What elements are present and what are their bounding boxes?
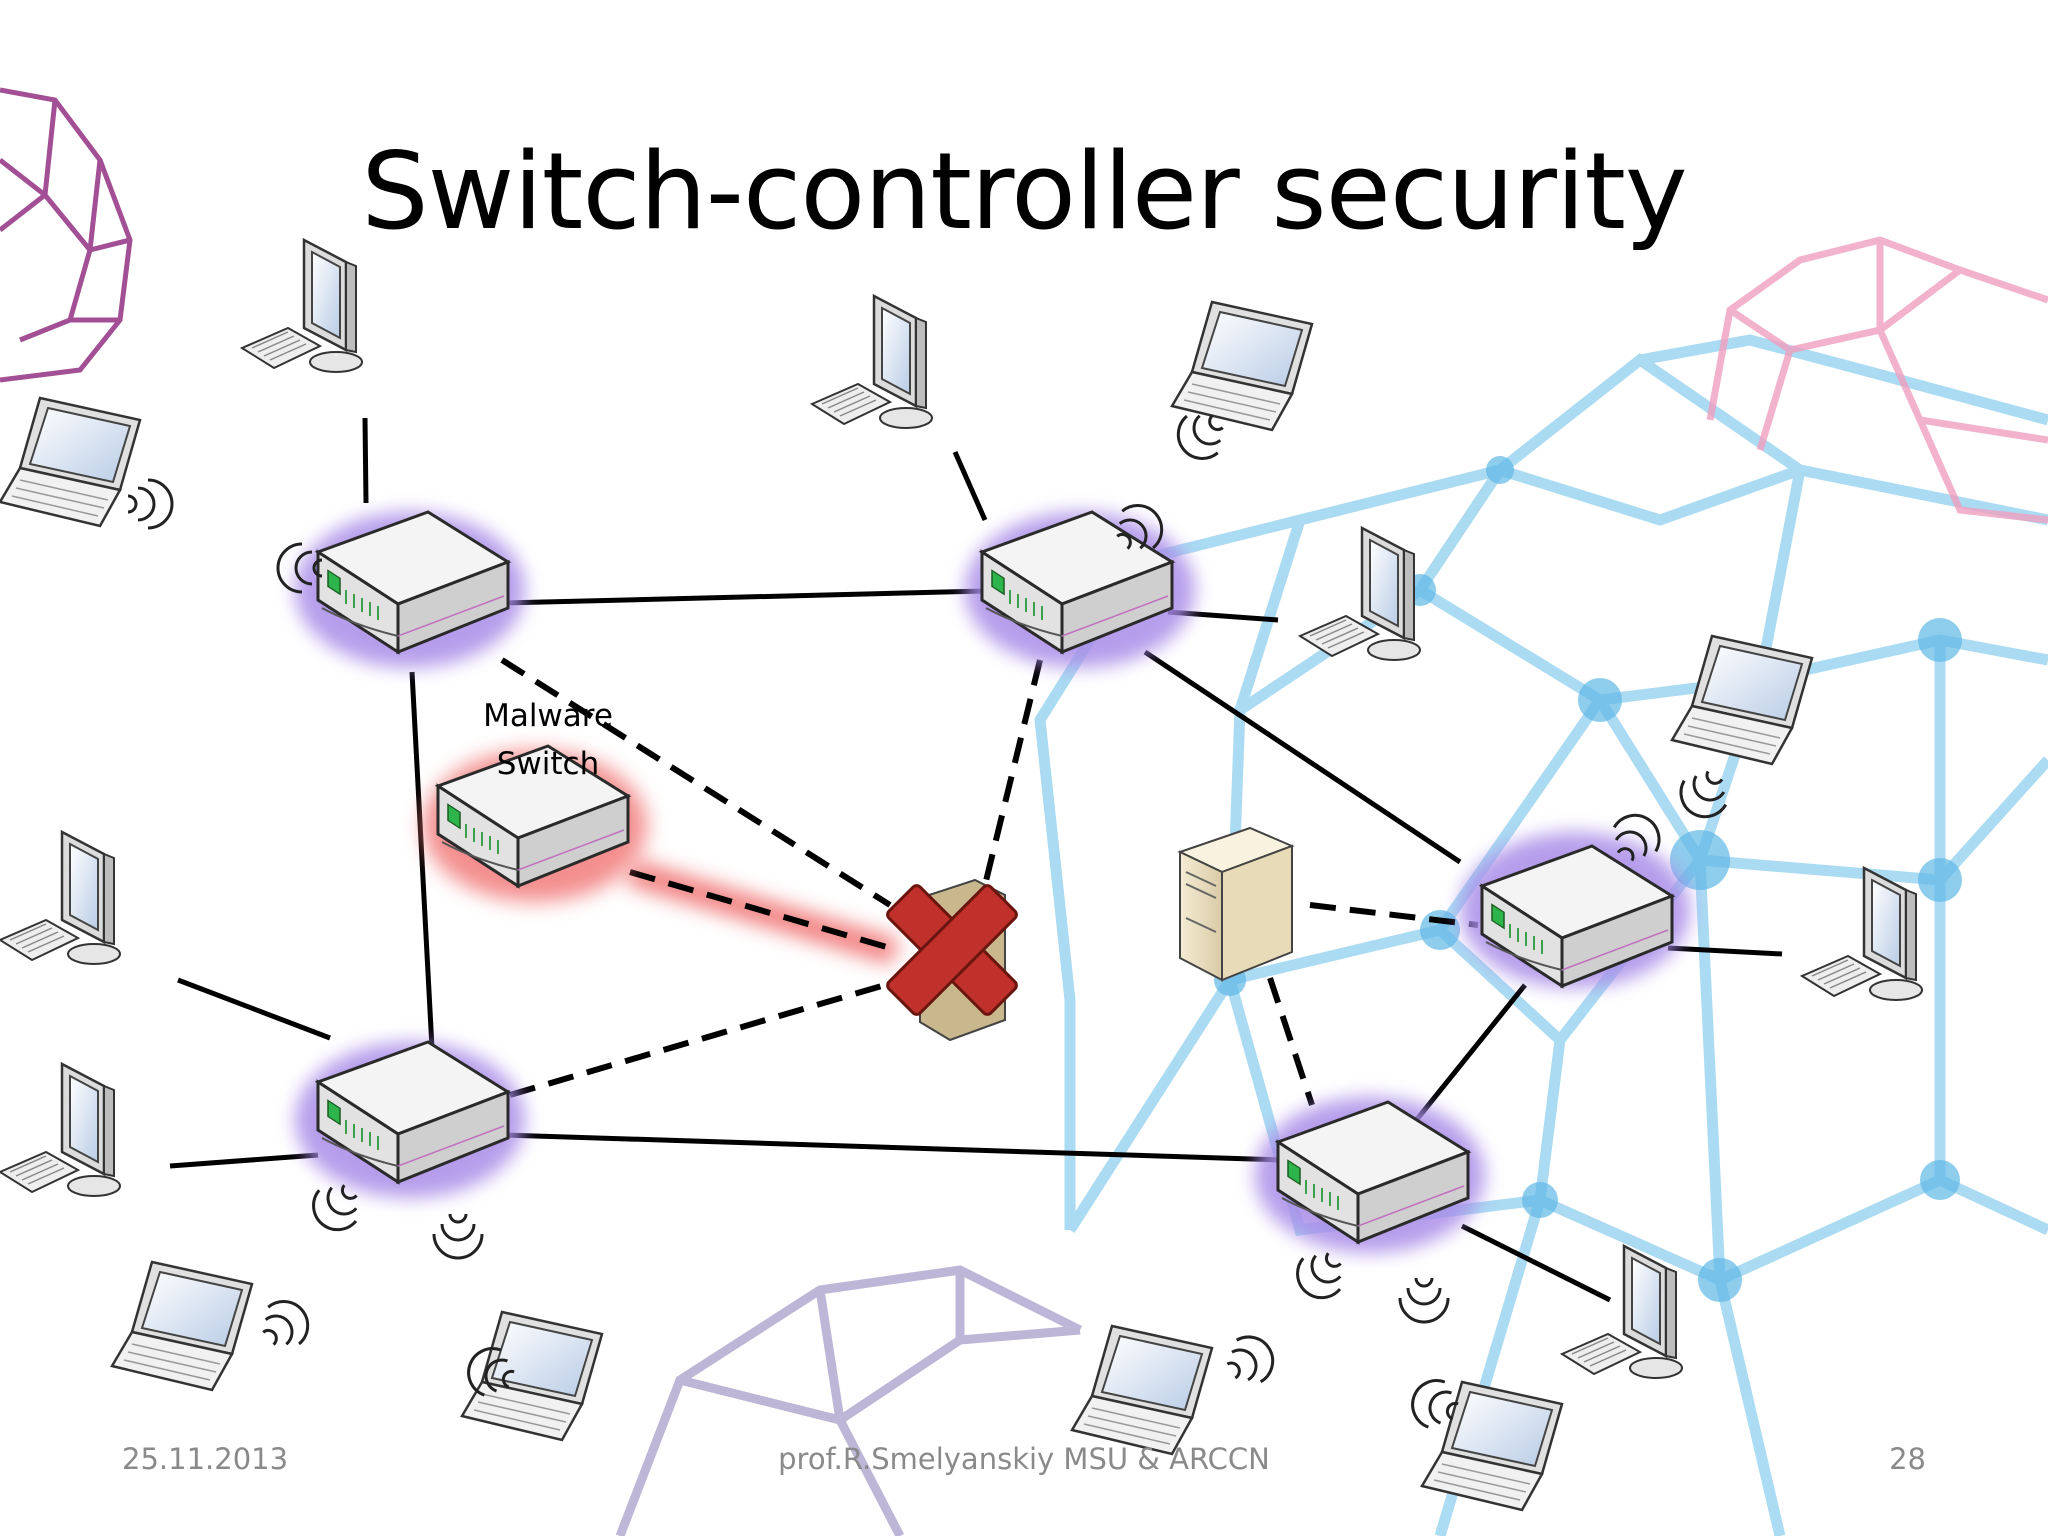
laptop-icon [1070,1324,1214,1456]
solid-links [169,417,1783,1303]
desktop-computer-icon [0,830,122,966]
malware-switch-label: Malware Switch [448,692,648,788]
laptop-icon [1170,300,1314,432]
wifi-signal-icon [1286,1241,1355,1309]
laptop-icon [0,396,142,528]
controller-failed [886,878,1018,1042]
background-mesh-purple-top-left [0,87,133,383]
wifi-signal-icon [1217,1326,1283,1394]
background-mesh-pink [1706,236,2048,524]
server-icon [1177,826,1295,982]
desktop-computer-icon [0,1062,122,1198]
background-mesh-purple-bottom [615,1265,1083,1536]
controller-links [500,657,1479,1106]
desktop-computer-icon [1800,866,1924,1002]
desktop-computer-icon [240,238,364,374]
desktop-computer-icon [1298,526,1422,662]
wifi-signal-icon [432,1212,484,1260]
malware-label-line1: Malware [483,698,613,734]
wifi-signal-icon [251,1290,319,1359]
laptop-icon [460,1310,604,1442]
desktop-computer-icon [810,294,934,430]
desktop-computer-icon [1560,1244,1684,1380]
footer-author: prof.R.Smelyanskiy MSU & ARCCN [778,1442,1270,1476]
footer-date: 25.11.2013 [122,1442,289,1476]
laptop-icon [1670,634,1814,766]
page-number: 28 [1889,1442,1926,1476]
wifi-signal-icon [1398,1276,1450,1324]
malware-label-line2: Switch [496,746,600,782]
laptop-icon [110,1260,254,1392]
error-cross-icon [886,884,1018,1016]
page-title: Switch-controller security [361,130,1687,253]
wifi-signal-icon [126,478,174,530]
